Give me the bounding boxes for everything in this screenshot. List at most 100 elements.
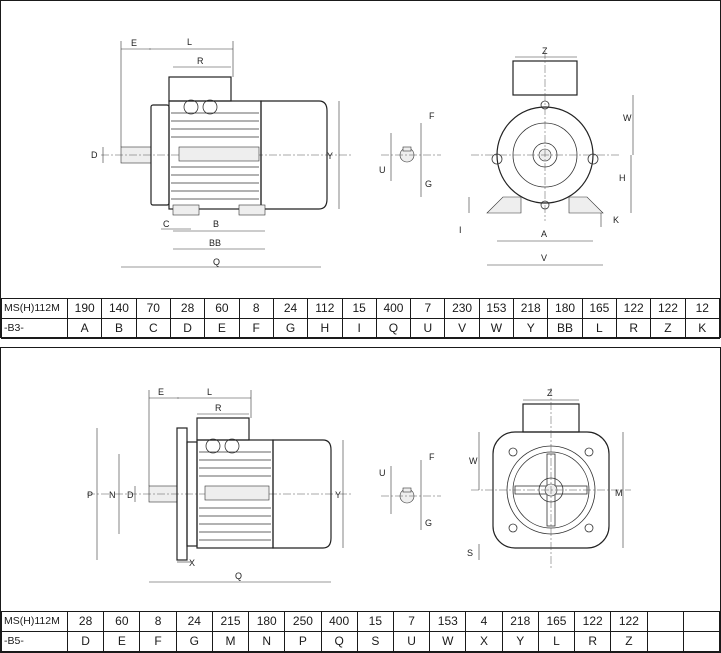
b3-label-H: H bbox=[619, 173, 626, 183]
b5-label-cell: D bbox=[66, 631, 105, 652]
b5-label-cell: F bbox=[139, 631, 177, 652]
b3-label-cell: Y bbox=[513, 318, 549, 339]
b3-label-D: D bbox=[91, 150, 98, 160]
b3-value-cell: 8 bbox=[238, 298, 274, 319]
b5-label-cell: L bbox=[537, 631, 576, 652]
b3-value-cell: 140 bbox=[101, 298, 137, 319]
b3-label-cell: Z bbox=[650, 318, 686, 339]
b5-label-W: W bbox=[469, 456, 478, 466]
drawing-b3: E L R D Y C B BB Q F U G bbox=[91, 37, 634, 268]
b3-value-cell: 15 bbox=[341, 298, 377, 319]
b5-label-cell: Z bbox=[610, 631, 648, 652]
b3-value-cell: 12 bbox=[684, 298, 721, 319]
b3-value-cell: 122 bbox=[650, 298, 686, 319]
b3-label-A: A bbox=[541, 229, 547, 239]
b5-fan-cover bbox=[272, 439, 332, 549]
b3-foot-front bbox=[172, 204, 200, 216]
b5-label-N: N bbox=[109, 490, 116, 500]
b3-value-cell: 7 bbox=[410, 298, 446, 319]
b5-value-cell: 4 bbox=[465, 611, 503, 632]
b5-label-cell: M bbox=[211, 631, 250, 652]
b3-label-Z: Z bbox=[542, 46, 548, 56]
b5-front-view bbox=[471, 388, 631, 568]
b5-label-P: P bbox=[87, 490, 93, 500]
b5-value-cell: 28 bbox=[66, 611, 105, 632]
b3-value-cell: 70 bbox=[135, 298, 171, 319]
b5-value-cell: 250 bbox=[284, 611, 322, 632]
b5-label-U: U bbox=[379, 468, 386, 478]
b3-value-cell: 230 bbox=[444, 298, 480, 319]
drawing-b5: E L R P N D Y X Q U F G bbox=[87, 387, 631, 583]
b3-value-cell: 122 bbox=[615, 298, 652, 319]
b3-label-Q: Q bbox=[213, 257, 220, 267]
b3-foot-rear bbox=[238, 204, 266, 216]
b3-values-row: MS(H)112M 190 140 70 28 60 8 24 112 15 4… bbox=[1, 298, 721, 319]
b3-label-cell: D bbox=[169, 318, 206, 339]
b3-label-C: C bbox=[163, 219, 170, 229]
b5-label-Q: Q bbox=[235, 571, 242, 581]
b5-value-cell: 24 bbox=[175, 611, 213, 632]
b3-value-cell: 24 bbox=[272, 298, 309, 319]
b5-shaft-key-detail bbox=[381, 460, 441, 530]
b5-nameplate bbox=[204, 485, 270, 501]
b5-label-cell: R bbox=[574, 631, 612, 652]
b3-label-cell: B bbox=[101, 318, 137, 339]
b5-value-cell: 400 bbox=[320, 611, 358, 632]
b3-label-B: B bbox=[213, 219, 219, 229]
b3-value-cell: 153 bbox=[478, 298, 515, 319]
b3-label-K: K bbox=[613, 215, 619, 225]
b3-label-F: F bbox=[429, 111, 435, 121]
b3-label-cell: K bbox=[684, 318, 721, 339]
b5-label-X: X bbox=[189, 558, 195, 568]
b5-label-cell: X bbox=[465, 631, 503, 652]
b5-dimension-table: MS(H)112M 28 60 8 24 215 180 250 400 15 … bbox=[1, 611, 721, 652]
b5-label-L: L bbox=[207, 387, 212, 397]
b5-label-D: D bbox=[127, 490, 134, 500]
b3-side-view: E L R D Y C B BB Q bbox=[91, 37, 351, 268]
b5-label-cell: N bbox=[248, 631, 286, 652]
b3-terminal-box bbox=[168, 76, 232, 102]
b5-label-F: F bbox=[429, 452, 435, 462]
b5-labels-row: -B5- D E F G M N P Q S U W X Y L R Z bbox=[1, 631, 721, 652]
panel-b5-flange-mount: E L R P N D Y X Q U F G bbox=[0, 347, 721, 653]
b3-label-cell: U bbox=[410, 318, 446, 339]
b5-cable-gland-1 bbox=[205, 438, 221, 454]
b3-label-I: I bbox=[459, 225, 462, 235]
b5-label-E: E bbox=[158, 387, 164, 397]
b5-value-cell: 8 bbox=[139, 611, 177, 632]
b5-value-cell bbox=[646, 611, 684, 632]
b3-value-cell: 165 bbox=[581, 298, 618, 319]
b5-value-cell: 165 bbox=[537, 611, 576, 632]
b5-label-cell: Q bbox=[320, 631, 358, 652]
b3-label-cell: A bbox=[66, 318, 103, 339]
b3-label-L: L bbox=[187, 37, 192, 47]
b5-value-cell bbox=[682, 611, 721, 632]
b3-mount-cell: -B3- bbox=[1, 318, 68, 339]
b5-value-cell: 180 bbox=[248, 611, 286, 632]
b5-cable-gland-2 bbox=[224, 438, 240, 454]
b3-label-W: W bbox=[623, 113, 632, 123]
b5-label-cell: S bbox=[356, 631, 394, 652]
b3-label-R: R bbox=[197, 56, 204, 66]
b5-label-G: G bbox=[425, 518, 432, 528]
b5-label-Y: Y bbox=[335, 490, 341, 500]
b5-label-cell: P bbox=[284, 631, 322, 652]
b3-labels-row: -B3- A B C D E F G H I Q U V W Y BB L R … bbox=[1, 318, 721, 339]
b3-fan-cover bbox=[260, 100, 328, 210]
b3-front-view bbox=[468, 51, 634, 266]
b5-label-R: R bbox=[215, 403, 222, 413]
b3-label-cell: Q bbox=[375, 318, 412, 339]
b5-label-cell: G bbox=[175, 631, 213, 652]
b5-value-cell: 122 bbox=[610, 611, 648, 632]
b3-label-cell: C bbox=[135, 318, 171, 339]
b3-label-cell: I bbox=[341, 318, 377, 339]
b3-front-foot-right bbox=[568, 196, 604, 214]
b5-values-row: MS(H)112M 28 60 8 24 215 180 250 400 15 … bbox=[1, 611, 721, 632]
b3-label-cell: BB bbox=[547, 318, 583, 339]
b5-value-cell: 122 bbox=[574, 611, 612, 632]
b3-label-cell: L bbox=[581, 318, 618, 339]
b5-value-cell: 60 bbox=[103, 611, 141, 632]
b3-cable-gland-2 bbox=[202, 99, 218, 115]
b3-label-cell: G bbox=[272, 318, 309, 339]
b3-front-foot-left bbox=[486, 196, 522, 214]
